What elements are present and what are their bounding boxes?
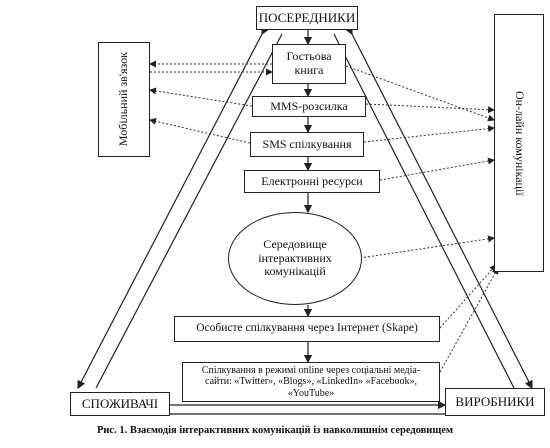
edge-left-outer (77, 25, 270, 390)
link-env-online (359, 235, 495, 259)
figure-caption: Рис. 1. Взаємодія інтерактивних комуніка… (96, 425, 454, 436)
node-producers: ВИРОБНИКИ (445, 388, 545, 416)
node-mms: MMS-розсилка (252, 96, 366, 117)
node-online: Он-лайн комунікації (494, 14, 544, 272)
node-online-label: Он-лайн комунікації (512, 90, 527, 196)
link-soc-online (439, 267, 499, 373)
link-guest-online (345, 65, 495, 122)
link-sms-online (363, 125, 495, 143)
edge-right-inner (333, 33, 515, 389)
link-eres-online (379, 157, 495, 181)
node-personal: Особисте спілкування через Інтернет (Ska… (174, 316, 440, 342)
link-mms-mobile (149, 87, 253, 107)
link-mms-online (365, 103, 495, 114)
node-guestbook: Гостьова книга (272, 44, 346, 84)
node-consumers: СПОЖИВАЧІ (70, 392, 170, 416)
node-sms: SMS спілкування (250, 132, 364, 157)
edge-left-inner (95, 33, 283, 389)
edge-right-outer (344, 25, 533, 390)
node-eresources: Електронні ресурси (244, 170, 380, 193)
node-environment: Середовище інтерактивних комунікацій (228, 212, 362, 305)
node-social: Спілкування в режимі online через соціал… (182, 362, 440, 402)
node-mobile-label: Мобільний зв'язок (116, 52, 131, 147)
node-mobile: Мобільний зв'язок (98, 42, 150, 157)
link-sms-mobile (149, 117, 251, 144)
node-intermediaries: ПОСЕРЕДНИКИ (256, 6, 358, 30)
